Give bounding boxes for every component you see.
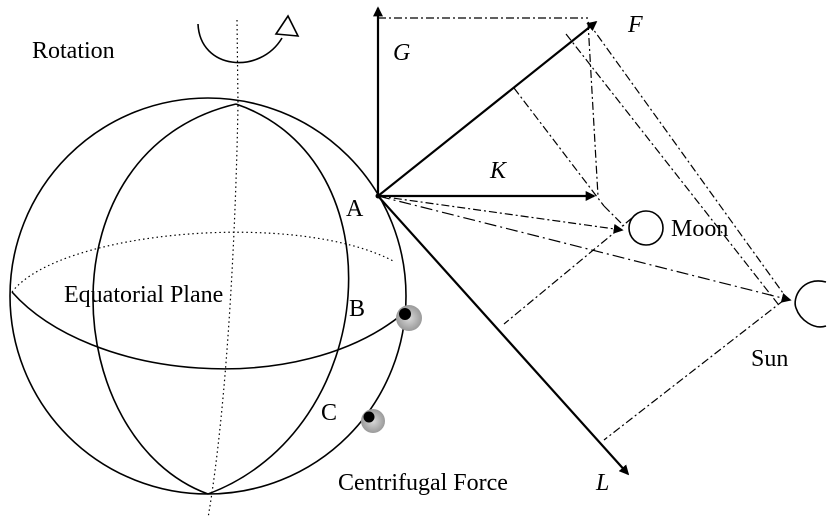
moon-short-link <box>603 205 625 227</box>
sun-label: Sun <box>751 346 788 372</box>
moon-to-l <box>503 217 633 325</box>
point-b-marker <box>399 308 411 320</box>
line-to-moon <box>377 195 624 234</box>
sun-to-l <box>603 299 785 441</box>
vector-f-label: F <box>627 12 643 38</box>
meridian-left <box>92 103 237 495</box>
f-to-sun-2 <box>565 33 779 305</box>
point-c-marker <box>363 411 375 423</box>
rotation-arrowhead-icon <box>274 14 300 37</box>
vector-l-label: L <box>595 470 609 496</box>
perpendicular-f <box>513 87 605 207</box>
equatorial-plane-label: Equatorial Plane <box>64 282 223 308</box>
equator-back <box>11 231 396 293</box>
rotation-label: Rotation <box>32 38 115 64</box>
line-to-sun <box>377 195 792 303</box>
moon-circle <box>628 210 664 246</box>
vector-f <box>377 20 598 197</box>
point-c-label: C <box>321 400 337 426</box>
equator-front <box>11 291 406 370</box>
rotation-arc <box>197 23 283 64</box>
sun-partial-circle <box>794 280 827 328</box>
moon-label: Moon <box>671 216 728 242</box>
parallelogram-right <box>587 21 599 197</box>
rotation-axis <box>207 19 239 519</box>
centrifugal-force-label: Centrifugal Force <box>338 470 508 496</box>
vector-k-label: K <box>489 158 508 184</box>
f-to-sun <box>587 21 789 301</box>
point-a-label: A <box>346 196 364 222</box>
meridian-right <box>207 103 350 495</box>
vector-g-label: G <box>393 40 410 66</box>
point-c-shadow <box>361 409 385 433</box>
point-b-label: B <box>349 296 365 322</box>
vector-l <box>377 195 630 476</box>
